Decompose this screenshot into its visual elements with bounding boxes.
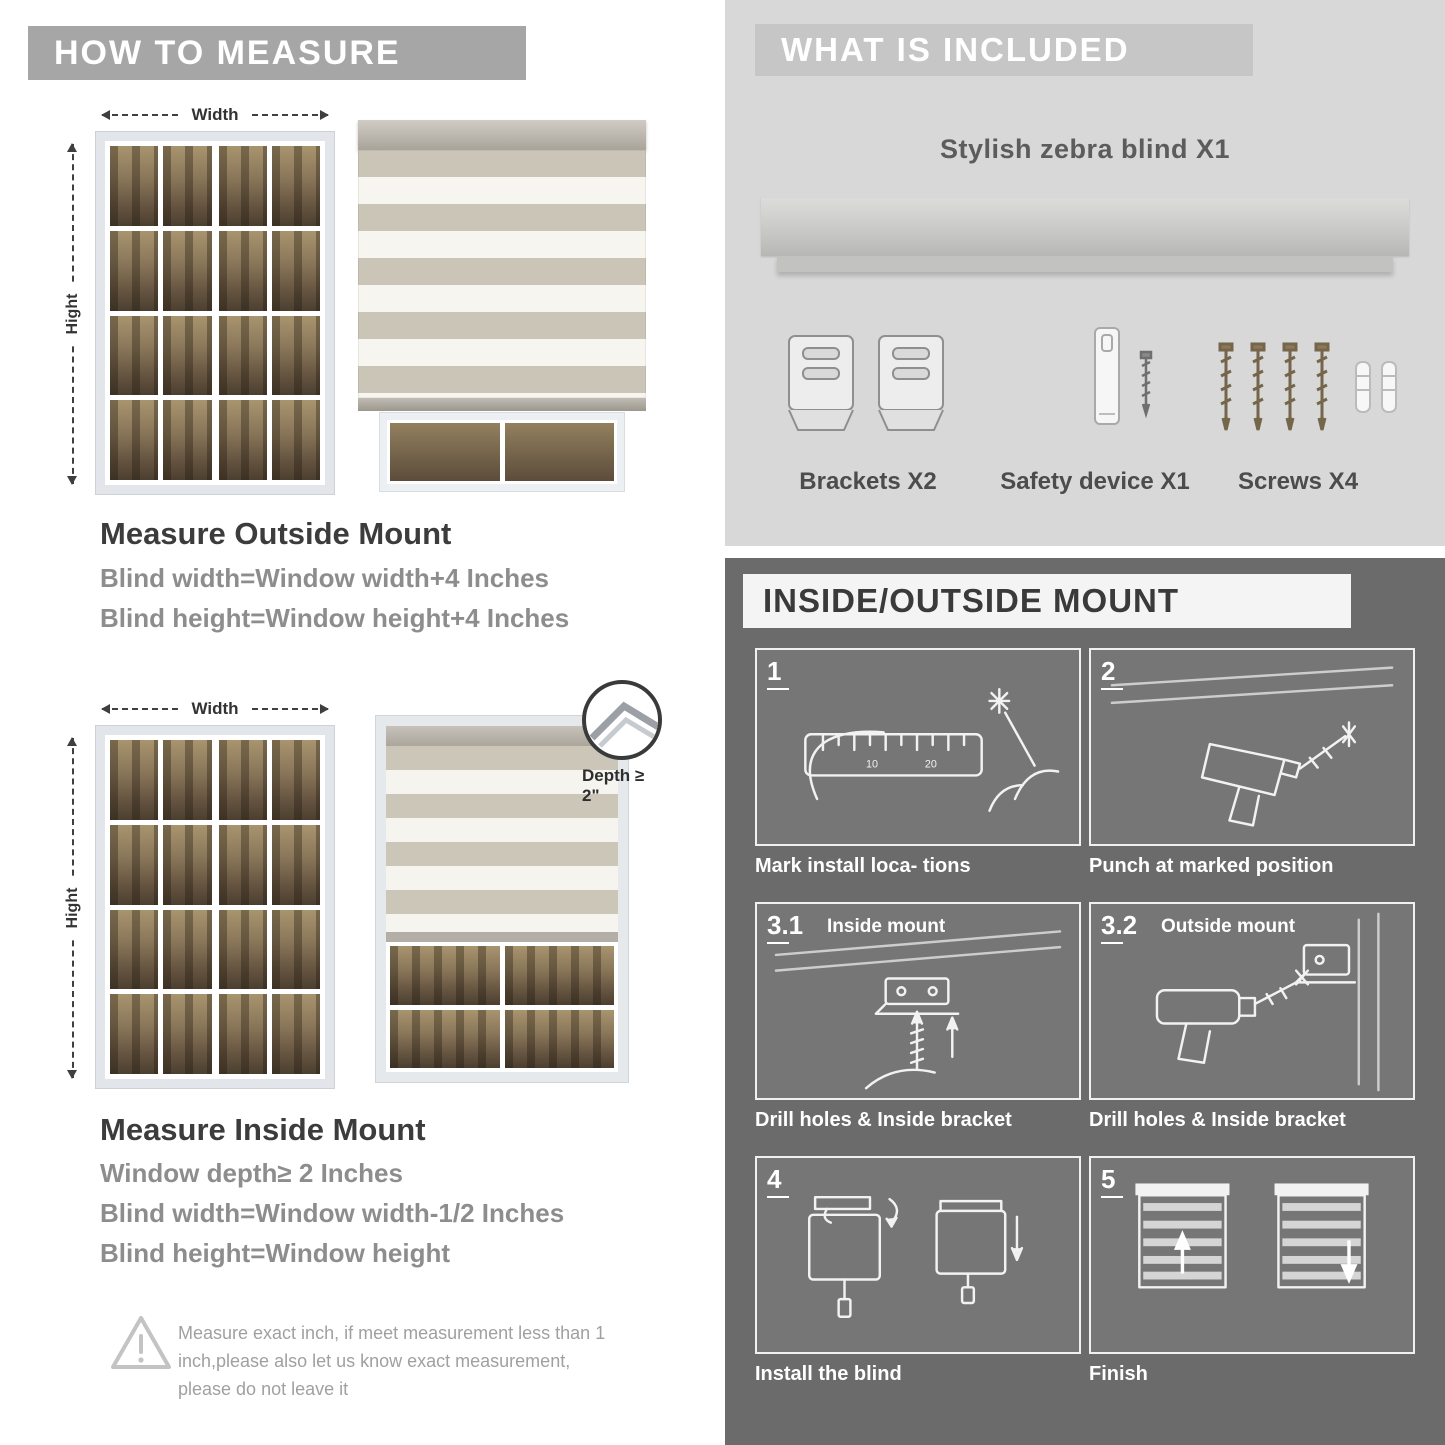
blind-stripes [386, 746, 618, 932]
what-is-included-panel: WHAT IS INCLUDED Stylish zebra blind X1 [725, 0, 1445, 546]
how-to-measure-header: HOW TO MEASURE [28, 26, 526, 80]
window-sash [218, 740, 320, 1074]
step-2-caption: Punch at marked position [1089, 855, 1334, 877]
step-5: 5 [1089, 1156, 1415, 1386]
step-4-caption: Install the blind [755, 1363, 902, 1385]
blind-stripes [358, 150, 646, 398]
arrow-right-icon [320, 704, 329, 714]
step-1-caption: Mark install loca- tions [755, 855, 971, 877]
outside-bracket-icon [1155, 912, 1380, 1092]
width-label: Width [181, 699, 249, 719]
arrow-right-icon [320, 110, 329, 120]
depth-label: Depth ≥ 2" [582, 766, 645, 805]
what-is-included-title: WHAT IS INCLUDED [781, 31, 1130, 68]
arrow-left-icon [101, 704, 110, 714]
zebra-blind-inside-illustration [376, 716, 628, 1082]
window-sash [218, 146, 320, 480]
zebra-blind-count-label: Stylish zebra blind X1 [939, 134, 1231, 164]
step-number: 3.1 [767, 910, 803, 944]
what-is-included-header: WHAT IS INCLUDED [755, 24, 1253, 76]
step-2-box: 2 [1089, 648, 1415, 846]
inside-formula-depth: Window depth≥ 2 Inches [100, 1158, 403, 1188]
svg-text:10: 10 [866, 759, 878, 771]
window-sash [110, 740, 212, 1074]
inside-formula-width: Blind width=Window width-1/2 Inches [100, 1198, 565, 1228]
how-to-measure-title: HOW TO MEASURE [54, 33, 401, 72]
arrow-down-icon [67, 1070, 77, 1079]
svg-text:20: 20 [925, 759, 937, 771]
step-3-1-box: 3.1 Inside mount [755, 902, 1081, 1100]
brackets-icon [788, 335, 944, 431]
step-number: 2 [1101, 656, 1123, 690]
warning-triangle-icon [111, 1316, 171, 1369]
step-3-1-caption: Drill holes & Inside bracket [755, 1109, 1012, 1131]
arrow-up-icon [67, 737, 77, 746]
inside-mount-label: Inside mount [827, 916, 946, 937]
step-3-2-caption: Drill holes & Inside bracket [1089, 1109, 1346, 1131]
frame-corner-zoom-icon [589, 701, 658, 748]
width-label: Width [181, 105, 249, 125]
height-label: Hight [64, 285, 82, 343]
height-arrow: Hight [64, 143, 82, 485]
arrow-up-icon [67, 143, 77, 152]
height-label: Hight [64, 879, 82, 937]
window-below-blind [386, 942, 618, 1072]
step-1: 1 1 [755, 648, 1081, 878]
inside-mount-figure: Width Hight [58, 680, 662, 1094]
mount-header: INSIDE/OUTSIDE MOUNT [743, 574, 1351, 628]
install-blind-icon [808, 1195, 1024, 1318]
zebra-blind-outside-illustration [358, 120, 646, 492]
step-3-1: 3.1 Inside mount [755, 902, 1081, 1132]
blind-bottom-rail [358, 398, 646, 411]
outside-mount-figure: Width Hight [58, 98, 658, 500]
blind-cassette [386, 726, 618, 746]
outside-mount-title: Measure Outside Mount [100, 516, 452, 551]
window-illustration [96, 726, 334, 1088]
step-4: 4 [755, 1156, 1081, 1386]
window-sash [110, 146, 212, 480]
mount-title: INSIDE/OUTSIDE MOUNT [763, 582, 1180, 619]
safety-device-label: Safety device X1 [1000, 468, 1190, 495]
window-below-blind [380, 413, 624, 491]
width-arrow: Width [101, 105, 329, 125]
depth-callout-circle [582, 680, 662, 760]
mark-location-icon: 10 20 [804, 687, 1060, 812]
screws-icon [1218, 342, 1397, 431]
inside-mount-title: Measure Inside Mount [100, 1112, 426, 1147]
blind-bottom-rail [386, 932, 618, 942]
outside-formula-height: Blind height=Window height+4 Inches [100, 603, 570, 633]
step-3-2-box: 3.2 Outside mount [1089, 902, 1415, 1100]
inside-formula-height: Blind height=Window height [100, 1238, 450, 1268]
step-number: 3.2 [1101, 910, 1137, 944]
inside-bracket-icon [774, 930, 1062, 1090]
step-1-box: 1 1 [755, 648, 1081, 846]
window-illustration [96, 132, 334, 494]
step-number: 5 [1101, 1164, 1123, 1198]
outside-formula-width: Blind width=Window width+4 Inches [100, 563, 549, 593]
step-5-box: 5 [1089, 1156, 1415, 1354]
mount-instructions-panel: INSIDE/OUTSIDE MOUNT 1 [725, 558, 1445, 1445]
height-arrow: Hight [64, 737, 82, 1079]
safety-device-icon [1094, 327, 1153, 425]
brackets-label: Brackets X2 [799, 468, 937, 495]
step-number: 4 [767, 1164, 789, 1198]
drill-punch-icon [1110, 666, 1394, 827]
outside-mount-label: Outside mount [1161, 916, 1296, 937]
screws-label: Screws X4 [1237, 468, 1359, 495]
blind-headrail-lip [777, 256, 1393, 272]
step-4-box: 4 [755, 1156, 1081, 1354]
step-number: 1 [767, 656, 789, 690]
blind-cassette [358, 120, 646, 150]
arrow-left-icon [101, 110, 110, 120]
finish-blinds-icon [1135, 1183, 1369, 1289]
step-2: 2 Pu [1089, 648, 1415, 878]
step-5-caption: Finish [1089, 1363, 1148, 1385]
blind-headrail-illustration [761, 198, 1409, 256]
step-3-2: 3.2 Outside mount [1089, 902, 1415, 1132]
width-arrow: Width [101, 699, 329, 719]
measure-warning-text: Measure exact inch, if meet measurement … [178, 1323, 606, 1399]
arrow-down-icon [67, 476, 77, 485]
